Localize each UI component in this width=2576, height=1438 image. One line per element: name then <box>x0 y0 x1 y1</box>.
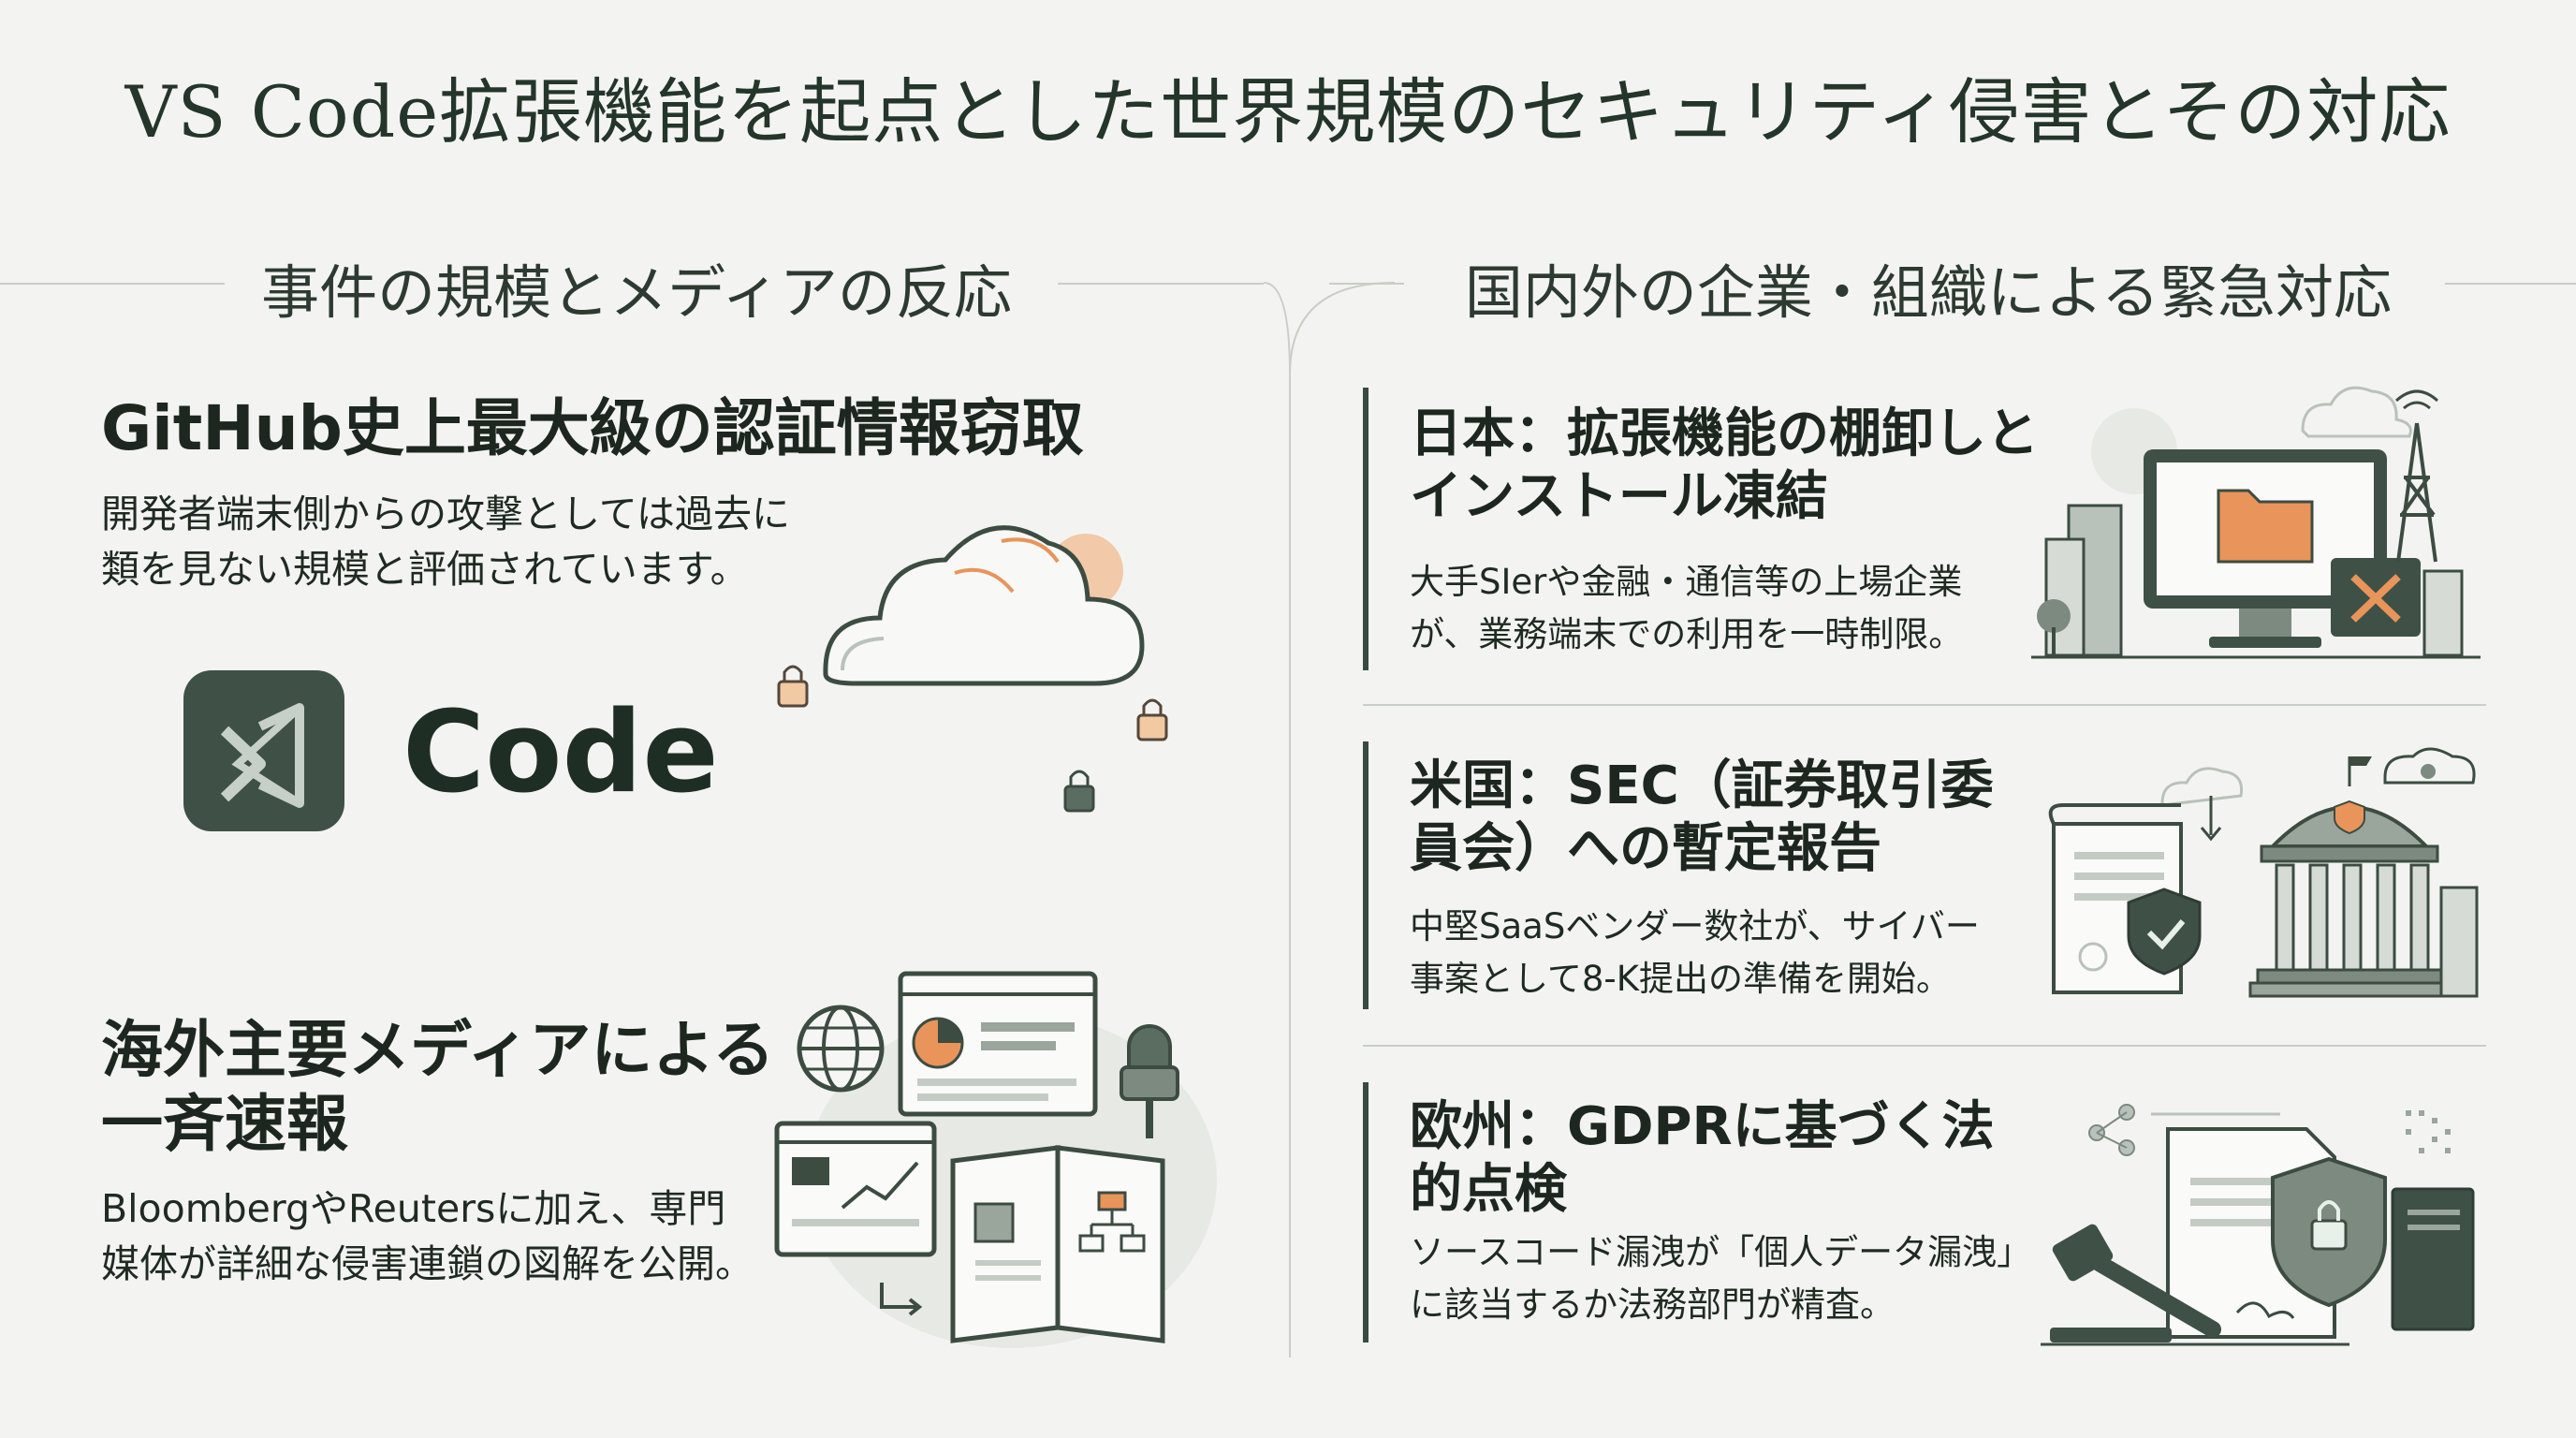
item1-bar <box>1363 388 1368 670</box>
block2-text: BloombergやReutersに加え、専門 媒体が詳細な侵害連鎖の図解を公開… <box>101 1181 754 1293</box>
globe-icon <box>797 1005 885 1093</box>
right-heading-rule-left <box>1329 283 1404 285</box>
item1-title-line-1: 日本：拡張機能の棚卸しと <box>1410 404 2039 464</box>
center-divider <box>1263 282 1396 1357</box>
item3-line-2: に該当するか法務部門が精査。 <box>1410 1284 1895 1325</box>
microphone-icon <box>1120 1024 1179 1138</box>
block1-line-2: 類を見ない規模と評価されています。 <box>101 547 749 593</box>
left-heading-rule-right <box>1058 283 1264 285</box>
block2-title-line-2: 一斉速報 <box>101 1088 348 1161</box>
block1-text: 開発者端末側からの攻撃としては過去に 類を見ない規模と評価されています。 <box>101 487 790 598</box>
block2-line-1: BloombergやReutersに加え、専門 <box>101 1186 726 1231</box>
monitor-block-icon <box>2031 386 2481 659</box>
item3-line-1: ソースコード漏洩が「個人データ漏洩」 <box>1410 1232 2032 1272</box>
media-news-illustration <box>774 971 1217 1348</box>
item1-line-1: 大手SIerや金融・通信等の上場企業 <box>1410 562 1963 602</box>
government-building-icon <box>2048 747 2479 998</box>
lock-icon-1 <box>777 665 809 708</box>
block2-title-line-1: 海外主要メディアによる <box>101 1014 775 1086</box>
item3-title-line-2: 的点検 <box>1410 1159 1567 1221</box>
item2-line-2: 事案として8-K提出の準備を開始。 <box>1410 958 1952 999</box>
right-section-heading: 国内外の企業・組織による緊急対応 <box>1464 258 2393 327</box>
vscode-logo-icon <box>183 670 344 831</box>
left-heading-rule-left <box>0 283 225 285</box>
item2-bar <box>1363 741 1368 1009</box>
lock-icon-2 <box>1136 698 1168 741</box>
item1-title-line-2: インストール凍結 <box>1410 466 1828 528</box>
legal-gavel-icon <box>2041 1104 2475 1346</box>
item2-title: 米国：SEC（証券取引委 員会）への暫定報告 <box>1410 755 1994 880</box>
block2-title: 海外主要メディアによる 一斉速報 <box>101 1013 774 1161</box>
open-book-icon <box>950 1145 1165 1343</box>
right-heading-rule-right <box>2445 283 2576 285</box>
report-window-icon <box>898 971 1098 1117</box>
item2-text: 中堅SaaSベンダー数社が、サイバー 事案として8-K提出の準備を開始。 <box>1410 901 1980 1005</box>
item3-bar <box>1363 1082 1368 1343</box>
cloud-locks-illustration <box>777 525 1168 813</box>
left-section-heading: 事件の規模とメディアの反応 <box>261 258 1012 327</box>
item1-line-2: が、業務端末での利用を一時制限。 <box>1410 613 1964 654</box>
item2-title-line-2: 員会）への暫定報告 <box>1410 818 1881 880</box>
item3-title: 欧州：GDPRに基づく法 的点検 <box>1410 1095 1995 1221</box>
vscode-wordmark: Code <box>402 688 719 818</box>
chart-window-icon <box>774 1121 937 1257</box>
item1-separator <box>1363 704 2486 706</box>
item1-text: 大手SIerや金融・通信等の上場企業 が、業務端末での利用を一時制限。 <box>1410 556 1963 660</box>
item3-text: ソースコード漏洩が「個人データ漏洩」 に該当するか法務部門が精査。 <box>1410 1226 2031 1330</box>
item1-title: 日本：拡張機能の棚卸しと インストール凍結 <box>1410 403 2039 528</box>
lock-icon-3 <box>1063 770 1095 813</box>
block1-title: GitHub史上最大級の認証情報窃取 <box>101 392 1084 464</box>
item2-title-line-1: 米国：SEC（証券取引委 <box>1410 756 1994 816</box>
item3-title-line-1: 欧州：GDPRに基づく法 <box>1410 1096 1995 1157</box>
item2-line-1: 中堅SaaSベンダー数社が、サイバー <box>1410 906 1980 946</box>
page-title: VS Code拡張機能を起点とした世界規模のセキュリティ侵害とその対応 <box>124 70 2452 154</box>
block1-line-1: 開発者端末側からの攻撃としては過去に <box>101 492 790 536</box>
item2-separator <box>1363 1045 2486 1047</box>
block2-line-2: 媒体が詳細な侵害連鎖の図解を公開。 <box>101 1241 754 1287</box>
